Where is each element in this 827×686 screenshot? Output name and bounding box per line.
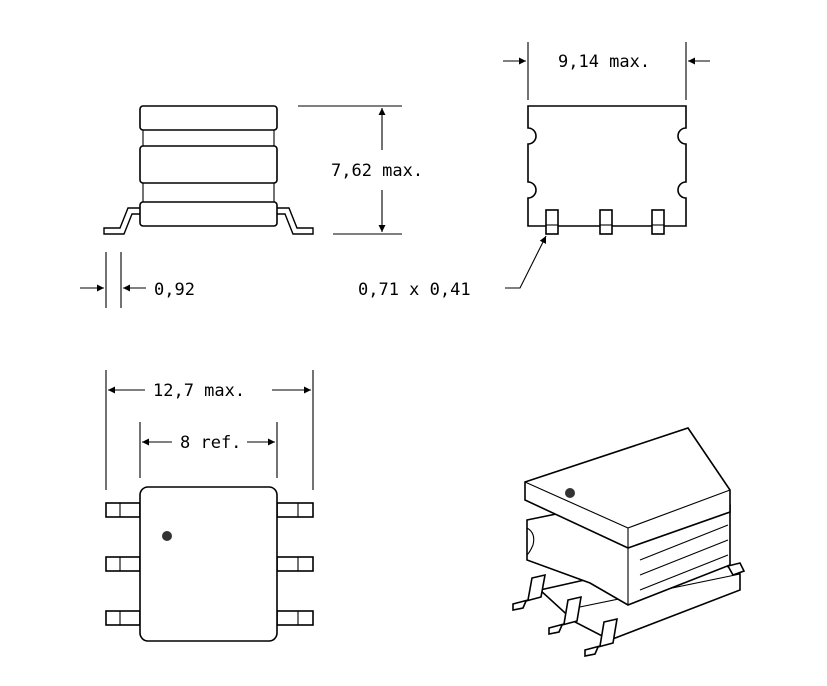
pad-size-callout: 0,71 x 0,41 <box>358 235 547 300</box>
lead-thickness-dimension: 0,92 <box>80 252 195 308</box>
iso-lead-3 <box>584 617 618 657</box>
side-lead-left <box>103 207 140 235</box>
height-dimension: 7,62 max. <box>298 105 423 235</box>
body-ref-dimension: 8 ref. <box>139 422 278 478</box>
width-label: 9,14 max. <box>558 52 650 72</box>
side-view <box>103 105 314 235</box>
end-pad-3 <box>651 209 665 235</box>
height-label: 7,62 max. <box>331 161 423 181</box>
top-leads-right <box>276 502 314 626</box>
lead-thickness-label: 0,92 <box>154 280 195 300</box>
end-view <box>527 105 687 235</box>
iso-lead-1 <box>512 573 547 611</box>
isometric-view <box>512 427 746 657</box>
side-layer-top <box>139 105 278 131</box>
iso-layer-top <box>524 427 731 549</box>
iso-lead-right <box>726 562 746 576</box>
end-pad-2 <box>599 209 613 235</box>
top-view-body <box>139 486 278 642</box>
end-view-body <box>527 105 687 227</box>
overall-length-dimension: 12,7 max. <box>105 370 314 490</box>
body-ref-label: 8 ref. <box>180 433 241 453</box>
side-layer-middle <box>139 145 278 184</box>
end-pad-1 <box>545 209 559 235</box>
overall-length-label: 12,7 max. <box>153 381 245 401</box>
iso-pin1-marker-icon <box>565 488 575 498</box>
top-leads-left <box>105 502 141 626</box>
side-lead-right <box>277 207 314 235</box>
top-view <box>105 486 314 642</box>
width-dimension: 9,14 max. <box>503 42 710 100</box>
iso-lead-2 <box>548 595 582 635</box>
pin1-marker-icon <box>162 531 172 541</box>
side-layer-bottom <box>139 201 278 227</box>
pad-size-label: 0,71 x 0,41 <box>358 280 471 300</box>
